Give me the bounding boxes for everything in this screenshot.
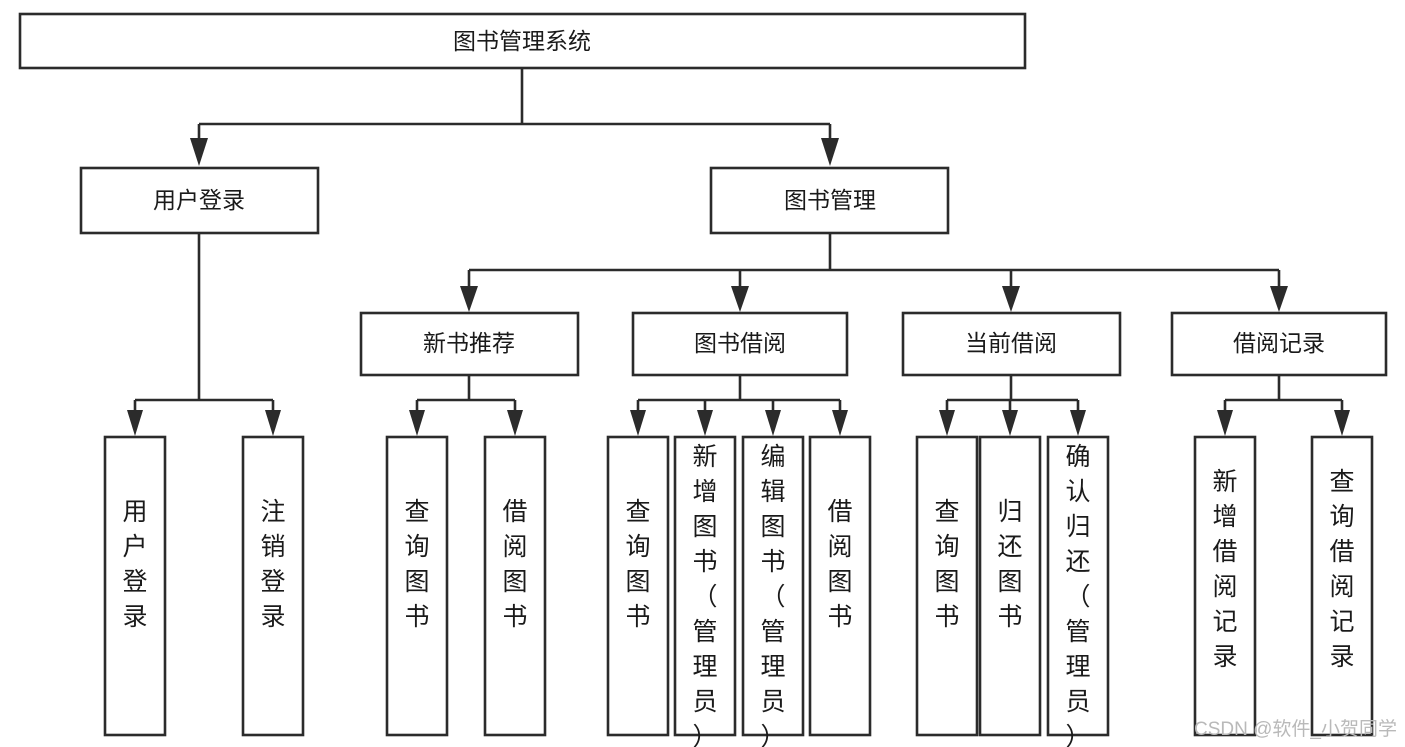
leaf-add-record[interactable]: 新增借阅记录 <box>1193 435 1257 737</box>
arrow-head-leaf-confirm-return <box>1070 410 1086 436</box>
node-borrow-record[interactable]: 借阅记录 <box>1170 311 1388 377</box>
arrow-head-leaf-add-book <box>697 410 713 436</box>
leaf-confirm-return[interactable]: 确认归还（管理员） <box>1046 435 1110 747</box>
connector-group-user-login <box>127 233 281 436</box>
node-user-login-box[interactable] <box>79 166 320 235</box>
arrow-head-leaf-edit-book <box>765 410 781 436</box>
leaf-query-book-2-label: 查询图书 <box>625 498 650 631</box>
leaf-query-book-2-box[interactable] <box>606 435 670 737</box>
leaf-user-login-box[interactable] <box>103 435 167 737</box>
leaf-add-book-box[interactable] <box>673 435 737 737</box>
node-user-login-label: 用户登录 <box>153 187 245 213</box>
arrow-head-leaf-logout-login <box>265 410 281 436</box>
leaf-borrow-book-1-box[interactable] <box>483 435 547 737</box>
connector-group-book-management <box>460 233 1288 312</box>
leaf-logout-login[interactable]: 注销登录 <box>241 435 305 737</box>
leaf-query-book-1-box[interactable] <box>385 435 449 737</box>
node-book-borrow-label: 图书借阅 <box>694 330 786 356</box>
leaf-confirm-return-box[interactable] <box>1046 435 1110 737</box>
node-borrow-record-box[interactable] <box>1170 311 1388 377</box>
leaf-add-book[interactable]: 新增图书（管理员） <box>673 435 737 747</box>
leaf-borrow-book-2[interactable]: 借阅图书 <box>808 435 872 737</box>
node-book-borrow[interactable]: 图书借阅 <box>631 311 849 377</box>
leaf-return-book-label: 归还图书 <box>997 498 1022 631</box>
arrow-head-leaf-query-record <box>1334 410 1350 436</box>
leaf-confirm-return-label: 确认归还（管理员） <box>1065 443 1090 747</box>
connector-group-root <box>190 68 839 166</box>
arrow-head-leaf-add-record <box>1217 410 1233 436</box>
node-root-label: 图书管理系统 <box>453 28 591 54</box>
leaf-query-book-3-box[interactable] <box>915 435 979 737</box>
leaf-logout-login-label: 注销登录 <box>260 498 285 631</box>
leaf-edit-book-label: 编辑图书（管理员） <box>760 443 785 747</box>
leaf-user-login[interactable]: 用户登录 <box>103 435 167 737</box>
node-new-book-recommend-label: 新书推荐 <box>423 330 515 356</box>
connector-group-current-borrow <box>939 375 1086 436</box>
arrow-head-book-management <box>821 138 839 166</box>
node-book-management[interactable]: 图书管理 <box>709 166 950 235</box>
leaf-edit-book-box[interactable] <box>741 435 805 737</box>
leaf-return-book-box[interactable] <box>978 435 1042 737</box>
connector-group-book-borrow <box>630 375 848 436</box>
leaf-query-book-3[interactable]: 查询图书 <box>915 435 979 737</box>
leaf-add-record-label: 新增借阅记录 <box>1212 468 1237 671</box>
node-book-management-box[interactable] <box>709 166 950 235</box>
leaf-borrow-book-1-label: 借阅图书 <box>502 498 527 631</box>
csdn-watermark: CSDN @软件_小贺同学 <box>1194 719 1397 740</box>
leaf-query-book-3-label: 查询图书 <box>934 498 959 631</box>
node-new-book-recommend[interactable]: 新书推荐 <box>359 311 580 377</box>
arrow-head-leaf-user-login <box>127 410 143 436</box>
leaf-edit-book[interactable]: 编辑图书（管理员） <box>741 435 805 747</box>
node-current-borrow-box[interactable] <box>901 311 1122 377</box>
connector-group-borrow-record <box>1217 375 1350 436</box>
arrow-head-new-book-recommend <box>460 286 478 312</box>
leaf-query-book-1-label: 查询图书 <box>404 498 429 631</box>
node-user-login[interactable]: 用户登录 <box>79 166 320 235</box>
leaf-borrow-book-2-box[interactable] <box>808 435 872 737</box>
leaf-borrow-book-1[interactable]: 借阅图书 <box>483 435 547 737</box>
arrow-head-leaf-return-book <box>1002 410 1018 436</box>
node-current-borrow[interactable]: 当前借阅 <box>901 311 1122 377</box>
node-book-borrow-box[interactable] <box>631 311 849 377</box>
leaf-query-record-box[interactable] <box>1310 435 1374 737</box>
arrow-head-leaf-borrow-book-2 <box>832 410 848 436</box>
node-current-borrow-label: 当前借阅 <box>965 330 1057 356</box>
node-book-management-label: 图书管理 <box>784 187 876 213</box>
node-new-book-recommend-box[interactable] <box>359 311 580 377</box>
node-borrow-record-label: 借阅记录 <box>1233 330 1325 356</box>
leaf-query-record-label: 查询借阅记录 <box>1329 468 1354 671</box>
arrow-head-current-borrow <box>1002 286 1020 312</box>
leaf-query-book-1[interactable]: 查询图书 <box>385 435 449 737</box>
leaf-borrow-book-2-label: 借阅图书 <box>827 498 852 631</box>
leaf-logout-login-box[interactable] <box>241 435 305 737</box>
arrow-head-leaf-query-book-2 <box>630 410 646 436</box>
arrow-head-leaf-query-book-3 <box>939 410 955 436</box>
node-root-box[interactable] <box>18 12 1027 70</box>
arrow-head-leaf-query-book-1 <box>409 410 425 436</box>
arrow-head-borrow-record <box>1270 286 1288 312</box>
connector-group-new-book-recommend <box>409 375 523 436</box>
leaf-query-book-2[interactable]: 查询图书 <box>606 435 670 737</box>
leaf-user-login-label: 用户登录 <box>122 498 147 631</box>
leaf-return-book[interactable]: 归还图书 <box>978 435 1042 737</box>
node-root[interactable]: 图书管理系统 <box>18 12 1027 70</box>
arrow-head-book-borrow <box>731 286 749 312</box>
leaf-query-record[interactable]: 查询借阅记录 <box>1310 435 1374 737</box>
arrow-head-user-login <box>190 138 208 166</box>
leaf-add-book-label: 新增图书（管理员） <box>692 443 717 747</box>
leaf-add-record-box[interactable] <box>1193 435 1257 737</box>
arrow-head-leaf-borrow-book-1 <box>507 410 523 436</box>
